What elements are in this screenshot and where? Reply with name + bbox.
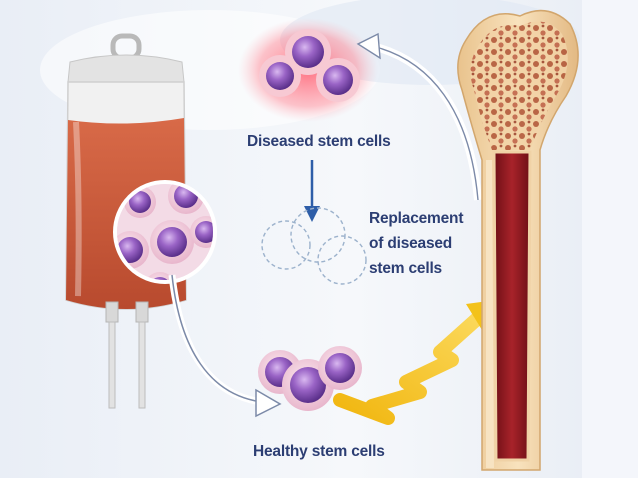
arrow-head-icon bbox=[255, 388, 282, 418]
replacement-label-line-2: of diseased bbox=[369, 235, 453, 252]
healthy-stem-cells-label: Healthy stem cells bbox=[253, 443, 385, 460]
replacement-label-line-1: Replacement bbox=[369, 210, 464, 227]
bone-icon bbox=[457, 9, 579, 471]
diseased-stem-cells-label: Diseased stem cells bbox=[247, 133, 391, 150]
replaced-cells-outline bbox=[261, 207, 367, 285]
down-arrow-icon bbox=[304, 160, 320, 222]
healthy-stem-cells bbox=[258, 346, 362, 411]
right-margin-panel bbox=[582, 0, 638, 478]
diseased-stem-cells bbox=[238, 18, 378, 122]
return-arrow-head-icon bbox=[356, 32, 381, 60]
return-arrow-outline bbox=[371, 45, 479, 201]
replacement-label-line-3: stem cells bbox=[369, 260, 442, 277]
replacement-label: Replacement of diseased stem cells bbox=[369, 206, 463, 281]
curved-arrow-outline bbox=[171, 274, 263, 403]
